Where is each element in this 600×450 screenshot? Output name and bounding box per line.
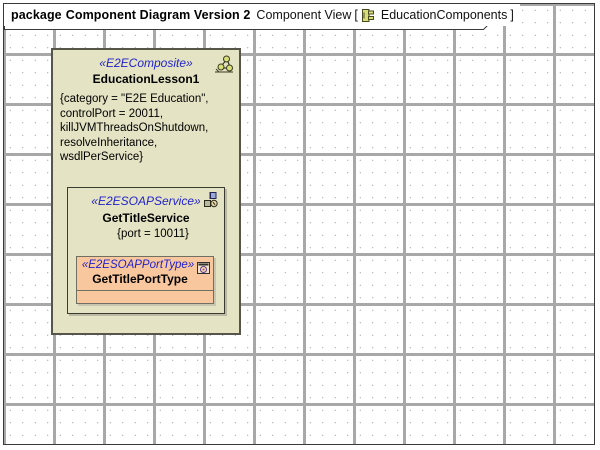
- soap-porttype-header: «E2ESOAPPortType» GetTitlePortType: [77, 259, 213, 291]
- soap-porttype-compartment: [77, 291, 213, 306]
- header-view-label: Component View: [256, 8, 352, 22]
- composite-component-box[interactable]: «E2EComposite» EducationLesson1 {categor…: [51, 48, 241, 335]
- composite-property-line: controlPort = 20011,: [60, 107, 164, 120]
- composite-property-line: resolveInheritance,: [60, 136, 158, 149]
- soap-service-icon: [204, 192, 219, 208]
- header-bracket-open: [: [354, 8, 358, 22]
- soap-service-name: GetTitleService: [102, 211, 190, 225]
- composite-property-line: {category = "E2E Education",: [60, 93, 209, 105]
- header-diagram-name: Component Diagram Version 2: [65, 8, 251, 22]
- diagram-frame: package Component Diagram Version 2 Comp…: [3, 3, 595, 445]
- composite-property-line: wsdlPerService}: [60, 151, 144, 163]
- soap-porttype-icon: [197, 261, 210, 274]
- soap-service-properties: {port = 10011}: [117, 228, 189, 240]
- package-component-icon: [361, 8, 376, 22]
- composite-name: EducationLesson1: [92, 72, 200, 86]
- composite-properties: {category = "E2E Education", controlPort…: [60, 92, 239, 165]
- header-bracket-close: ]: [510, 8, 514, 22]
- composite-stereotype: «E2EComposite»: [99, 56, 193, 70]
- header-keyword: package: [11, 8, 62, 22]
- soap-service-stereotype: «E2ESOAPService»: [91, 194, 201, 208]
- diagram-header-tab[interactable]: package Component Diagram Version 2 Comp…: [4, 4, 520, 26]
- soap-service-box[interactable]: «E2ESOAPService» GetTitleService {port =…: [67, 187, 225, 314]
- soap-porttype-box[interactable]: «E2ESOAPPortType» GetTitlePortType: [76, 256, 214, 304]
- composite-assembly-icon: [214, 55, 234, 74]
- soap-porttype-name: GetTitlePortType: [92, 272, 188, 286]
- header-package-name: EducationComponents: [380, 8, 508, 22]
- composite-property-line: killJVMThreadsOnShutdown,: [60, 122, 209, 134]
- soap-porttype-stereotype: «E2ESOAPPortType»: [81, 259, 195, 271]
